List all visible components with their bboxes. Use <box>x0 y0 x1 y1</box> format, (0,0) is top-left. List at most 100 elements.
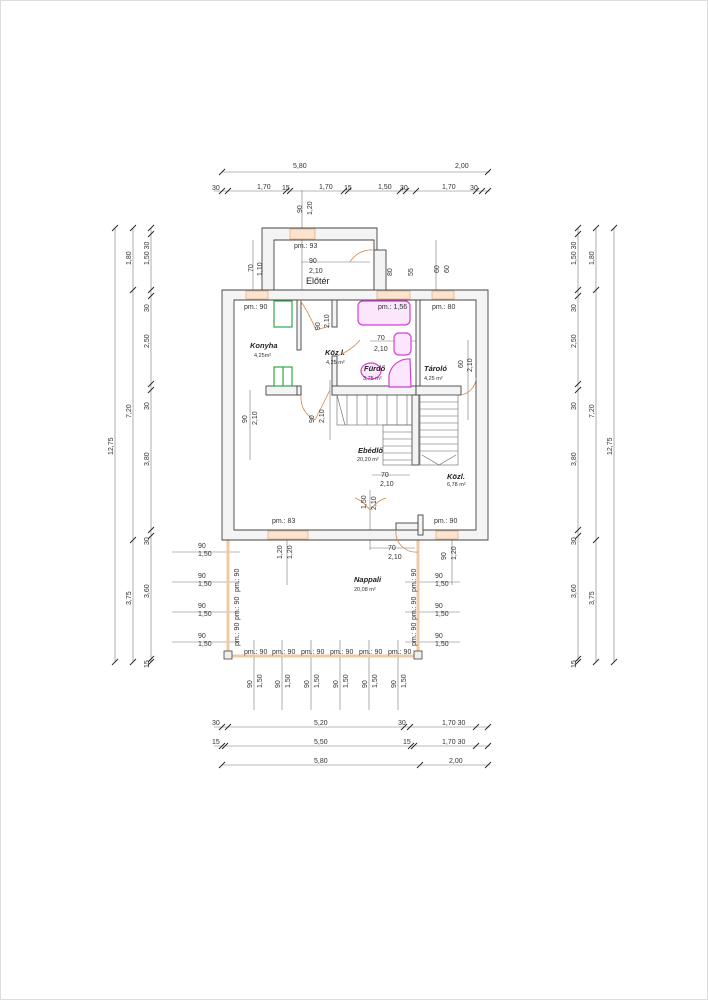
window-height: 1,20 <box>277 545 284 559</box>
dimension-tick <box>282 187 290 195</box>
dim-label: 12,75 <box>108 437 115 455</box>
dimension-tick <box>610 658 618 666</box>
dim-label: 15 <box>344 185 352 192</box>
dimension-tick <box>610 224 618 232</box>
dim-label: 60 <box>444 265 451 273</box>
door-height: 2,10 <box>467 358 474 372</box>
room-name: Ebédlő <box>358 446 383 455</box>
dim-label: 15 <box>571 660 578 668</box>
window-width: 90 <box>391 680 398 688</box>
kitchen-fixtures <box>273 300 293 387</box>
window-label: pm.: 90 <box>411 597 418 620</box>
room-area: 20,08 m² <box>354 587 376 593</box>
dimension-tick <box>218 168 226 176</box>
window-height: 1,50 <box>198 611 212 618</box>
dimension-tick <box>129 658 137 666</box>
room-name: Köz l. <box>325 348 345 357</box>
dim-label: 7,20 <box>589 404 596 418</box>
door-height: 2,10 <box>374 346 388 353</box>
door-height: 2,10 <box>252 411 259 425</box>
staircase <box>336 394 459 466</box>
window-width: 90 <box>435 573 443 580</box>
window-height: 1,50 <box>198 641 212 648</box>
door-width: 90 <box>315 322 322 330</box>
window-width: 90 <box>435 603 443 610</box>
window-width: 90 <box>297 205 304 213</box>
room-name-eloter: Előtér <box>306 276 330 286</box>
dimension-tick <box>592 224 600 232</box>
door-height: 2,10 <box>380 481 394 488</box>
dimension-tick <box>147 224 155 232</box>
window-label: pm.: 90 <box>388 649 411 656</box>
stair-tread <box>336 394 346 426</box>
dimension-tick <box>416 761 424 769</box>
window-label: pm.: 90 <box>411 569 418 592</box>
dim-label: 1,80 <box>126 251 133 265</box>
dimension-tick <box>402 187 410 195</box>
windows <box>245 228 459 540</box>
window-label: pm.: 90 <box>244 649 267 656</box>
dim-label: 15 <box>282 185 290 192</box>
dimension-tick <box>574 532 582 540</box>
dimension-tick <box>574 224 582 232</box>
window-width: 90 <box>333 680 340 688</box>
dimension-tick <box>410 742 418 750</box>
window-width: 90 <box>441 552 448 560</box>
window-label: pm.: 90 <box>244 304 267 311</box>
dim-label: 3,60 <box>571 584 578 598</box>
dimension-tick <box>592 658 600 666</box>
dimension-tick <box>147 532 155 540</box>
dim-label: 1,80 <box>589 251 596 265</box>
window-height: 1,50 <box>435 641 449 648</box>
terrace-post <box>413 650 423 660</box>
dimension-ticks <box>111 168 618 769</box>
dimension-tick <box>147 230 155 238</box>
window-label: pm.: 80 <box>432 304 455 311</box>
dim-label: 1,70 <box>319 184 333 191</box>
dim-label: 30 <box>470 185 478 192</box>
dim-label: 30 <box>571 304 578 312</box>
window-label: pm.: 90 <box>330 649 353 656</box>
dimension-tick <box>224 723 232 731</box>
door-width: 70 <box>381 472 389 479</box>
door-height: 2,10 <box>371 496 378 510</box>
dimension-tick <box>574 230 582 238</box>
dimension-tick <box>344 187 352 195</box>
window-label: pm.: 90 <box>301 649 324 656</box>
door-width: 70 <box>377 335 385 342</box>
dimension-tick <box>286 187 294 195</box>
window-width: 90 <box>362 680 369 688</box>
dimension-tick <box>574 658 582 666</box>
dimension-tick <box>574 292 582 300</box>
door-width: 70 <box>388 545 396 552</box>
room-name: Konyha <box>250 341 278 350</box>
dim-label: 1,50 30 <box>144 242 151 265</box>
window-width: 90 <box>198 603 206 610</box>
dim-label: 3,80 <box>571 452 578 466</box>
dimension-tick <box>129 224 137 232</box>
bathroom-fixtures <box>357 300 412 388</box>
dim-label: 5,20 <box>314 720 328 727</box>
dimension-tick <box>147 286 155 294</box>
dimension-tick <box>484 742 492 750</box>
dim-label: 15 <box>212 739 220 746</box>
dim-label: 1,50 30 <box>571 242 578 265</box>
window-width: 90 <box>275 680 282 688</box>
room-name: Nappali <box>354 575 382 584</box>
dimension-tick <box>111 658 119 666</box>
dimension-tick <box>221 742 229 750</box>
window-height: 1,20 <box>307 201 314 215</box>
dim-label: 2,00 <box>455 163 469 170</box>
window-label: pm.: 90 <box>359 649 382 656</box>
window-height: 1,50 <box>435 581 449 588</box>
dim-label: 3,75 <box>126 591 133 605</box>
dimension-tick <box>574 526 582 534</box>
dimension-tick <box>111 224 119 232</box>
room-name: Tároló <box>424 364 447 373</box>
room-area: 4,25 m² <box>326 360 345 366</box>
dimension-tick <box>478 187 486 195</box>
dim-label: 12,75 <box>607 437 614 455</box>
dim-label: 3,75 <box>589 591 596 605</box>
dimension-tick <box>472 723 480 731</box>
